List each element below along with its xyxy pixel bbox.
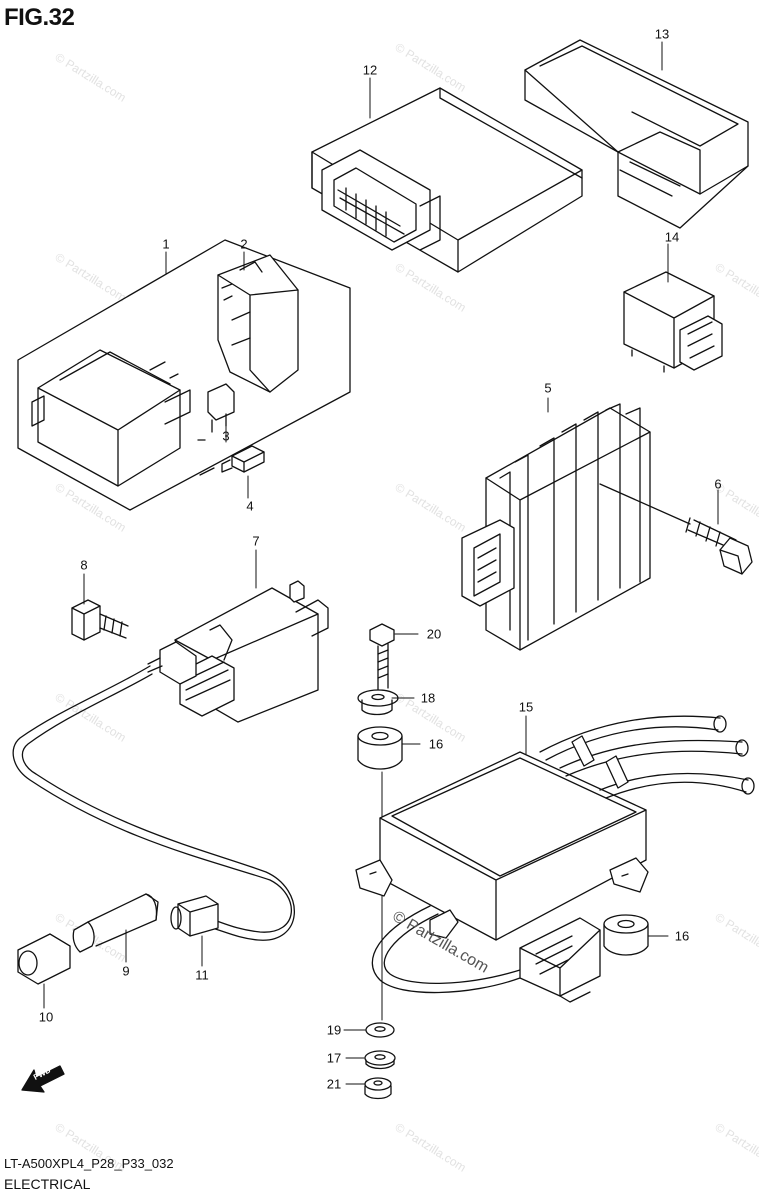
callout-13[interactable]: 13 [654, 26, 670, 42]
callout-12[interactable]: 12 [362, 62, 378, 78]
ecm-unit [312, 88, 582, 272]
callout-16-right[interactable]: 16 [674, 928, 690, 944]
callout-21[interactable]: 21 [326, 1076, 342, 1092]
callout-3[interactable]: 3 [222, 428, 230, 444]
washer-19 [366, 1023, 394, 1037]
ecm-cover [525, 40, 748, 228]
callout-10[interactable]: 10 [38, 1009, 54, 1025]
callout-18[interactable]: 18 [420, 690, 436, 706]
fuse [198, 384, 234, 440]
bolt-20 [370, 624, 394, 690]
relay-cube [624, 272, 722, 372]
callout-19[interactable]: 19 [326, 1022, 342, 1038]
callout-2[interactable]: 2 [240, 236, 248, 252]
callout-15[interactable]: 15 [518, 699, 534, 715]
figure-name: ELECTRICAL [4, 1176, 91, 1192]
figure-title: FIG.32 [4, 4, 75, 31]
relay-cover [218, 255, 298, 392]
grommet-16b [604, 915, 648, 955]
callout-4[interactable]: 4 [246, 498, 254, 514]
bolt-8 [72, 600, 128, 640]
eps-controller [356, 752, 648, 940]
leader-lines [44, 42, 718, 1084]
starter-relay [18, 240, 350, 510]
callout-8[interactable]: 8 [80, 557, 88, 573]
callout-5[interactable]: 5 [544, 380, 552, 396]
regulator-rectifier [462, 404, 650, 650]
cap-boot-9 [73, 894, 158, 952]
callout-14[interactable]: 14 [664, 229, 680, 245]
callout-6[interactable]: 6 [714, 476, 722, 492]
fwd-arrow-icon [22, 1066, 64, 1092]
figure-code: LT-A500XPL4_P28_P33_032 [4, 1156, 174, 1171]
callout-20[interactable]: 20 [426, 626, 442, 642]
grommet-16a [358, 727, 402, 769]
eps-connector [520, 918, 600, 1002]
screw-4 [200, 446, 264, 475]
ignition-coil [148, 581, 328, 722]
collar-18 [358, 690, 398, 715]
callout-16-upper[interactable]: 16 [428, 736, 444, 752]
callout-1[interactable]: 1 [162, 236, 170, 252]
clamp-11 [171, 896, 218, 936]
nut-21 [365, 1078, 391, 1099]
callout-17[interactable]: 17 [326, 1050, 342, 1066]
high-tension-lead [13, 666, 294, 940]
washer-17 [365, 1051, 395, 1069]
callout-7[interactable]: 7 [252, 533, 260, 549]
plug-cap-10 [18, 934, 70, 984]
callout-9[interactable]: 9 [122, 963, 130, 979]
bolt-6 [600, 484, 752, 574]
eps-wiring-harness [372, 716, 754, 993]
callout-11[interactable]: 11 [195, 967, 209, 983]
